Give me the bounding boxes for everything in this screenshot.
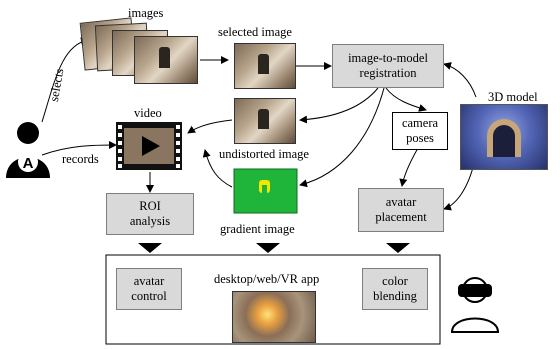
label-3d-model: 3D model xyxy=(488,90,538,104)
arrow-model-to-registration xyxy=(443,62,477,98)
vr-headset-person-icon xyxy=(450,277,500,333)
down-arrow-right xyxy=(386,243,410,253)
arrow-undistorted-to-video xyxy=(187,119,233,134)
label-records: records xyxy=(62,152,99,166)
model-3d-image xyxy=(460,104,548,170)
images-stack-1 xyxy=(134,36,198,84)
label-desktop-app: desktop/web/VR app xyxy=(214,272,320,286)
user-glyph: A xyxy=(23,155,34,172)
gradient-image xyxy=(233,168,298,214)
label-selected-image: selected image xyxy=(218,25,292,39)
undistorted-image xyxy=(234,98,296,144)
arrow-gradient-to-video xyxy=(202,149,233,188)
label-gradient-image: gradient image xyxy=(220,222,295,236)
down-arrows xyxy=(138,243,410,253)
arrow-registration-to-undistorted xyxy=(299,87,379,124)
arrow-camera-to-avatar xyxy=(399,147,419,187)
app-preview-image xyxy=(232,291,316,343)
arrow-registration-to-camera xyxy=(385,87,427,112)
down-arrow-left xyxy=(138,243,162,253)
label-images: images xyxy=(128,6,164,20)
person-icon xyxy=(6,122,50,178)
arrow-records xyxy=(41,141,117,156)
app-frame xyxy=(105,254,441,345)
selected-image xyxy=(234,43,296,89)
down-arrow-mid xyxy=(256,243,280,253)
label-video: video xyxy=(134,106,162,120)
arrow-selects xyxy=(41,37,89,123)
film-icon xyxy=(116,122,182,170)
label-undistorted-image: undistorted image xyxy=(219,147,309,161)
arrow-registration-to-gradient xyxy=(299,87,385,188)
